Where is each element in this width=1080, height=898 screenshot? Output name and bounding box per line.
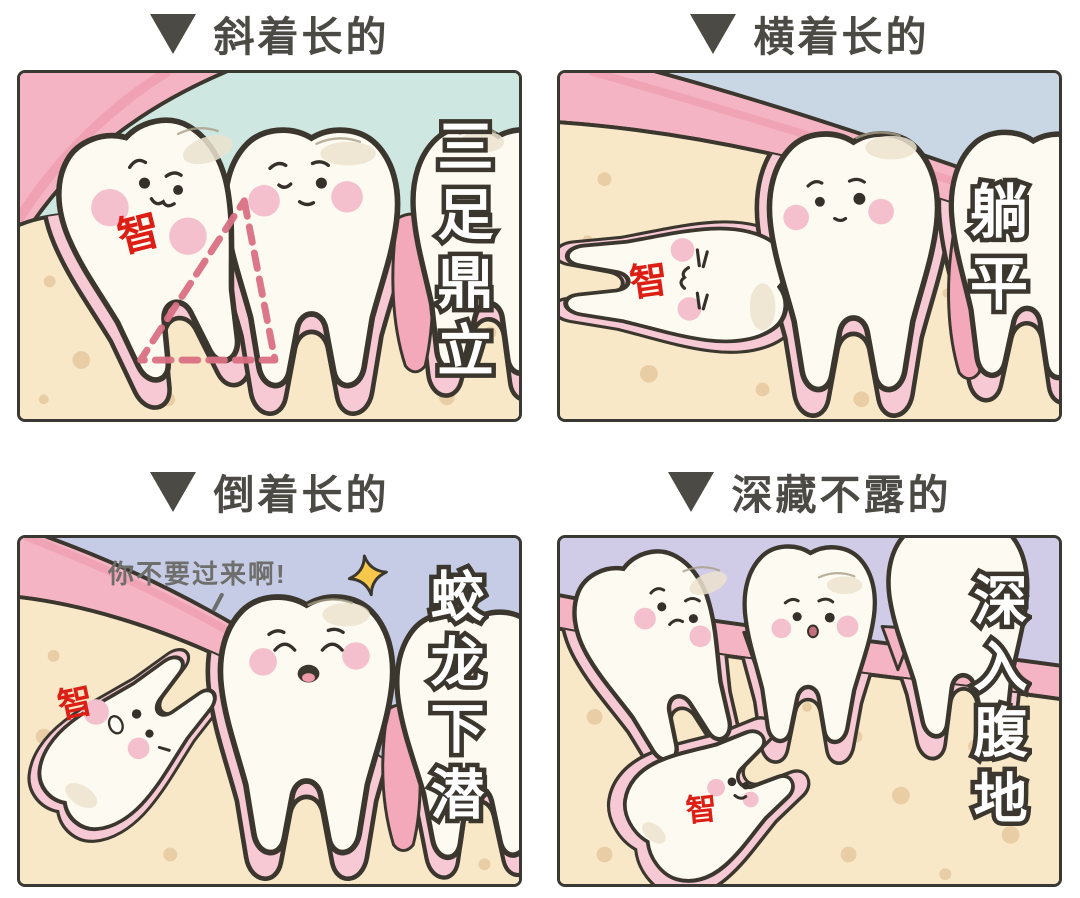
panel-title-text: 倒着长的 <box>213 472 390 518</box>
squeezed-face <box>670 238 709 321</box>
caption-vertical: 躺平 <box>961 181 1026 325</box>
speech-bubble-text: 你不要过来啊! <box>108 559 287 589</box>
scene-horizontal-illustration <box>560 73 1059 419</box>
panel-hidden: 智 深入腹地 <box>557 535 1062 887</box>
crown-shading <box>65 602 370 809</box>
worried-face <box>771 597 859 639</box>
wisdom-tooth-label: 智 <box>684 790 719 829</box>
panel-horizontal: 智 躺平 <box>557 70 1062 422</box>
panel-title-text: 深藏不露的 <box>731 472 952 518</box>
annoyed-face <box>248 160 363 217</box>
panel-title-slanted: 斜着长的 <box>17 4 522 62</box>
crown-cracks <box>855 131 902 140</box>
caption-vertical: 蛟龙下潜 <box>422 568 482 832</box>
crown-cracks <box>682 566 856 579</box>
crown-shading <box>749 135 917 331</box>
happy-face <box>91 158 207 255</box>
panel-title-hidden: 深藏不露的 <box>557 462 1062 520</box>
content-face <box>707 777 759 808</box>
triangle-bullet-icon <box>667 472 714 512</box>
crown-cracks <box>307 598 354 607</box>
caption-vertical: 深入腹地 <box>965 572 1025 836</box>
panel-title-text: 斜着长的 <box>213 14 390 60</box>
caption-vertical: 三足鼎立 <box>430 117 493 389</box>
panel-inverted: 你不要过来啊! 智 蛟龙下潜 <box>17 535 522 887</box>
crying-face <box>249 627 370 683</box>
triangle-bullet-icon <box>149 472 196 512</box>
triangle-bullet-icon <box>689 14 736 54</box>
dashed-triangle <box>137 197 279 364</box>
worried-face <box>783 177 894 231</box>
panel-title-horizontal: 横着长的 <box>557 4 1062 62</box>
panel-title-text: 横着长的 <box>753 14 930 60</box>
panel-title-inverted: 倒着长的 <box>17 462 522 520</box>
triangle-bullet-icon <box>149 14 196 54</box>
gum-stripe <box>20 73 171 224</box>
sparkle-icon <box>347 554 388 597</box>
sad-face <box>634 587 712 648</box>
wisdom-tooth-label: 智 <box>54 680 97 727</box>
panel-slanted: 智 三足鼎立 <box>17 70 522 422</box>
sweat-drop-icon <box>107 715 124 735</box>
crown-shading <box>642 571 863 844</box>
scared-face <box>83 699 171 760</box>
wisdom-tooth-label: 智 <box>627 258 671 306</box>
